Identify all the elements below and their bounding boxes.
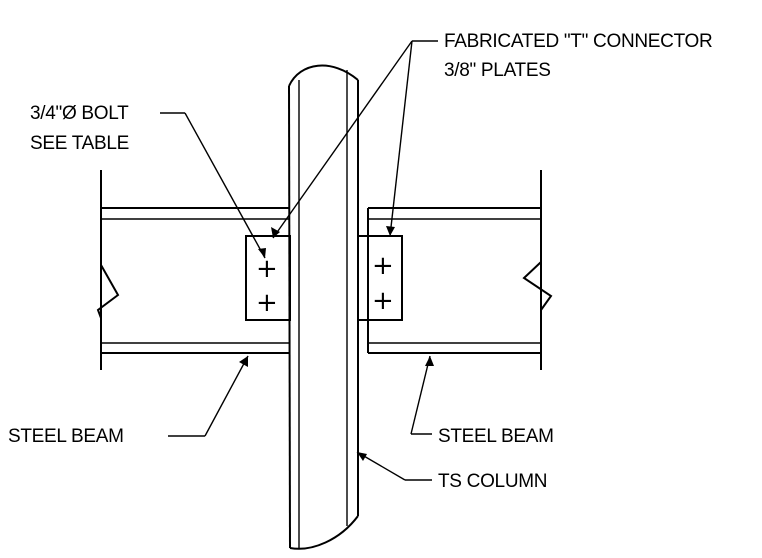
steel-beam-right-label: STEEL BEAM: [438, 426, 554, 447]
leader-column: [356, 451, 432, 481]
connector-plates-label: 3/8" PLATES: [444, 60, 551, 81]
bolt-symbol: +: [256, 288, 278, 318]
leader-bolt: [160, 112, 266, 259]
bolt-symbol: +: [372, 286, 394, 316]
leader-beam-left: [168, 355, 249, 437]
bolt-label: 3/4"Ø BOLT: [30, 103, 129, 124]
t-connector-right: [357, 235, 403, 321]
break-line-left: [96, 264, 120, 319]
connector-label: FABRICATED "T" CONNECTOR: [444, 31, 712, 52]
steel-beam-left: [96, 170, 290, 370]
leader-connector: [271, 40, 438, 239]
bolt-symbol: +: [256, 254, 278, 284]
leader-beam-right: [410, 355, 434, 435]
bolt-see-table-label: SEE TABLE: [30, 133, 129, 154]
steel-beam-right: [367, 170, 553, 370]
break-line-right: [522, 261, 553, 311]
ts-column-label: TS COLUMN: [438, 471, 547, 492]
t-connector-left: [245, 235, 291, 321]
bolt-symbol: +: [372, 251, 394, 281]
steel-beam-left-label: STEEL BEAM: [8, 426, 124, 447]
ts-column: [288, 64, 359, 550]
